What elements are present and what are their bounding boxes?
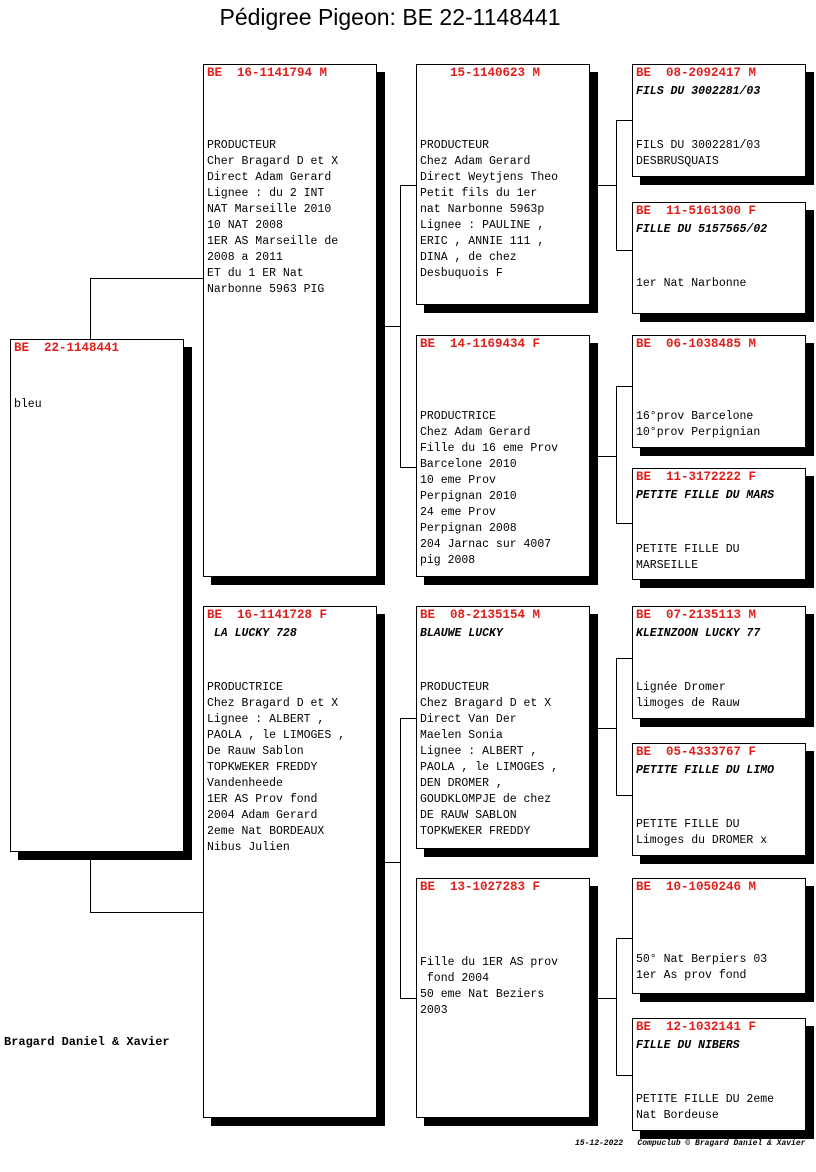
pigeon-card-dd[interactable]: BE 13-1027283 F Fille du 1ER AS prov fond… [416, 878, 590, 1118]
connector-line [616, 795, 632, 796]
pigeon-name: FILLE DU 5157565/02 [636, 223, 768, 236]
connector-line [616, 120, 617, 250]
ring-number: BE 12-1032141 F [636, 1020, 757, 1034]
connector-line [616, 523, 632, 524]
connector-line [616, 120, 632, 121]
ring-number: BE 14-1169434 F [420, 337, 541, 351]
connector-line [596, 998, 616, 999]
pigeon-name: PETITE FILLE DU MARS [636, 489, 775, 502]
pigeon-card-sire[interactable]: BE 16-1141794 M PRODUCTEUR Cher Bragard D… [203, 64, 377, 577]
page-title: Pédigree Pigeon: BE 22-1148441 [219, 4, 561, 30]
pigeon-name: BLAUWE LUCKY [420, 627, 503, 640]
ring-number: BE 11-3172222 F [636, 470, 757, 484]
ring-number: BE 16-1141794 M [207, 66, 328, 80]
pigeon-notes: PRODUCTEUR Chez Bragard D et X Direct Va… [420, 681, 559, 838]
connector-line [384, 862, 401, 863]
connector-line [400, 185, 416, 186]
pigeon-card-sd[interactable]: BE 14-1169434 F PRODUCTRICE Chez Adam Ger… [416, 335, 590, 577]
connector-line [400, 185, 401, 467]
pigeon-name: FILS DU 3002281/03 [636, 85, 761, 98]
pigeon-notes: PETITE FILLE DU 2eme Nat Bordeuse [636, 1093, 775, 1122]
connector-line [400, 718, 416, 719]
pigeon-notes: PRODUCTRICE Chez Bragard D et X Lignee :… [207, 681, 346, 854]
pigeon-card-ssd[interactable]: BE 11-5161300 F FILLE DU 5157565/02 1er Na… [632, 202, 806, 314]
ring-number: BE 11-5161300 F [636, 204, 757, 218]
pigeon-card-dds[interactable]: BE 10-1050246 M 50° Nat Berpiers 03 1er A… [632, 878, 806, 994]
pigeon-notes: Fille du 1ER AS prov fond 2004 50 eme Na… [420, 956, 559, 1017]
connector-line [90, 278, 203, 279]
connector-line [596, 456, 616, 457]
pigeon-notes: 16°prov Barcelone 10°prov Perpignian [636, 410, 761, 439]
ring-number: BE 08-2092417 M [636, 66, 757, 80]
pigeon-name: KLEINZOON LUCKY 77 [636, 627, 761, 640]
connector-line [596, 728, 616, 729]
connector-line [400, 718, 401, 998]
ring-number: 15-1140623 M [420, 66, 541, 80]
pigeon-card-sdd[interactable]: BE 11-3172222 F PETITE FILLE DU MARS PETIT… [632, 468, 806, 580]
connector-line [616, 658, 617, 795]
pigeon-name: LA LUCKY 728 [207, 627, 297, 640]
connector-line [90, 858, 91, 913]
pigeon-notes: Lignée Dromer limoges de Rauw [636, 681, 740, 710]
pigeon-name: FILLE DU NIBERS [636, 1039, 740, 1052]
ring-number: BE 22-1148441 [14, 341, 120, 355]
ring-number: BE 07-2135113 M [636, 608, 757, 622]
pigeon-card-dsd[interactable]: BE 05-4333767 F PETITE FILLE DU LIMO PETIT… [632, 743, 806, 856]
ring-number: BE 16-1141728 F [207, 608, 328, 622]
pigeon-notes: bleu [14, 398, 42, 411]
connector-line [616, 1075, 632, 1076]
pigeon-card-dss[interactable]: BE 07-2135113 M KLEINZOON LUCKY 77 Lignée … [632, 606, 806, 719]
pigeon-notes: PRODUCTEUR Cher Bragard D et X Direct Ad… [207, 139, 339, 296]
pigeon-card-subject[interactable]: BE 22-1148441 bleu [10, 339, 184, 852]
pigeon-card-ss[interactable]: 15-1140623 M PRODUCTEUR Chez Adam Gerard … [416, 64, 590, 305]
pigeon-notes: PETITE FILLE DU MARSEILLE [636, 543, 740, 572]
connector-line [384, 326, 401, 327]
ring-number: BE 06-1038485 M [636, 337, 757, 351]
connector-line [616, 658, 632, 659]
pigeon-notes: 1er Nat Narbonne [636, 277, 747, 290]
connector-line [400, 467, 416, 468]
connector-line [616, 938, 632, 939]
connector-line [90, 912, 203, 913]
ring-number: BE 05-4333767 F [636, 745, 757, 759]
print-date: 15-12-2022 [575, 1139, 624, 1148]
pigeon-card-ddd[interactable]: BE 12-1032141 F FILLE DU NIBERS PETITE FIL… [632, 1018, 806, 1131]
connector-line [616, 938, 617, 1075]
pigeon-notes: 50° Nat Berpiers 03 1er As prov fond [636, 953, 768, 982]
copyright: Compuclub © Bragard Daniel & Xavier [637, 1139, 806, 1148]
connector-line [616, 250, 632, 251]
pigeon-card-ds[interactable]: BE 08-2135154 M BLAUWE LUCKY PRODUCTEUR Ch… [416, 606, 590, 849]
pigeon-notes: PRODUCTEUR Chez Adam Gerard Direct Weytj… [420, 139, 559, 280]
pigeon-name: PETITE FILLE DU LIMO [636, 764, 775, 777]
ring-number: BE 13-1027283 F [420, 880, 541, 894]
pigeon-notes: PRODUCTRICE Chez Adam Gerard Fille du 16… [420, 410, 559, 567]
connector-line [616, 386, 617, 523]
ring-number: BE 08-2135154 M [420, 608, 541, 622]
connector-line [90, 278, 91, 339]
footer: 15-12-2022 Compuclub © Bragard Daniel & … [575, 1139, 805, 1148]
connector-line [400, 998, 416, 999]
pigeon-notes: FILS DU 3002281/03 DESBRUSQUAIS [636, 139, 761, 168]
owner-name: Bragard Daniel & Xavier [4, 1035, 170, 1049]
ring-number: BE 10-1050246 M [636, 880, 757, 894]
connector-line [596, 185, 616, 186]
pigeon-notes: PETITE FILLE DU Limoges du DROMER x [636, 818, 768, 847]
connector-line [616, 386, 632, 387]
pigeon-card-sds[interactable]: BE 06-1038485 M 16°prov Barcelone 10°prov… [632, 335, 806, 448]
